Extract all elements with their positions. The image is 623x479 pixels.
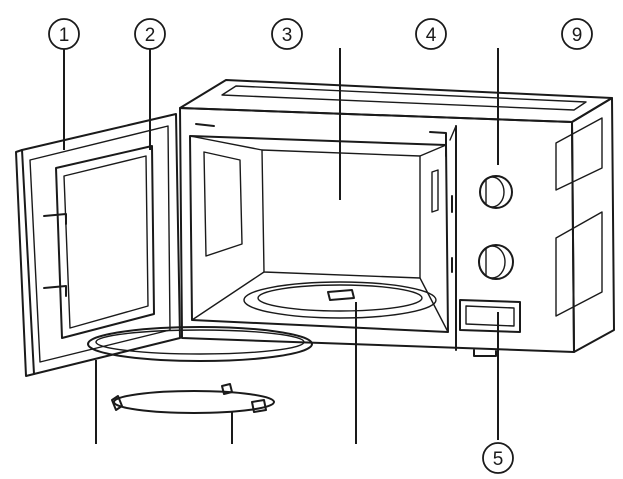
leader-lines <box>63 48 499 444</box>
roller-ring <box>111 383 275 414</box>
callout-2-label: 2 <box>145 25 156 46</box>
callout-9-label: 9 <box>572 25 583 46</box>
oven-cavity <box>189 123 453 333</box>
door-release-button <box>459 299 521 333</box>
microwave-casing <box>179 79 615 357</box>
callout-4-label: 4 <box>426 25 437 46</box>
callout-3-label: 3 <box>282 25 293 46</box>
glass-tray <box>87 326 313 362</box>
callout-2: 2 <box>134 18 166 50</box>
control-panel <box>459 175 521 333</box>
callout-1: 1 <box>48 18 80 50</box>
callout-1-label: 1 <box>59 25 70 46</box>
timer-knob <box>479 175 513 209</box>
callout-3: 3 <box>271 18 303 50</box>
callout-4: 4 <box>415 18 447 50</box>
callout-5: 5 <box>482 442 514 474</box>
power-knob <box>478 244 514 280</box>
callout-9: 9 <box>561 18 593 50</box>
callout-5-label: 5 <box>493 449 504 470</box>
